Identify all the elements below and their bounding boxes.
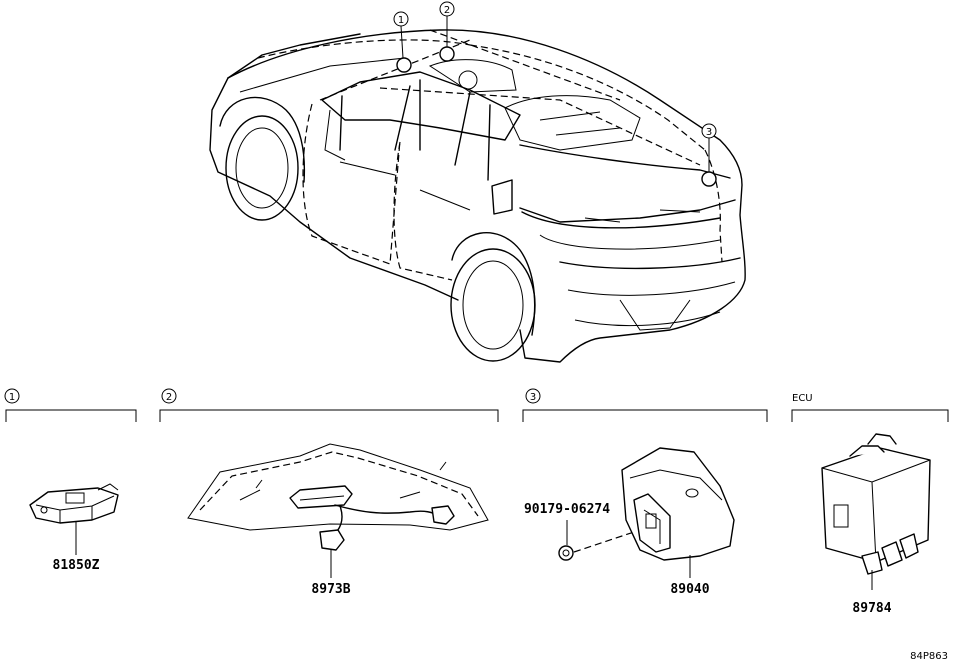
callout-number: 2 (444, 5, 450, 16)
part-number-8973b: 8973B (311, 582, 350, 597)
section-ecu: ECU 89784 (791, 393, 949, 616)
part-number-89784: 89784 (852, 601, 891, 616)
sensor-81850z-drawing (29, 483, 119, 524)
callout-number: 3 (706, 127, 712, 138)
section-marker: 2 (166, 392, 172, 403)
part-number-89040: 89040 (670, 582, 709, 597)
vehicle-callout-2: 2 (439, 1, 455, 62)
section-1: 1 81850Z (4, 388, 137, 573)
section-3: 3 90179-06274 89040 (522, 388, 768, 597)
section-marker: 1 (9, 392, 15, 403)
reference-code: 84P863 (910, 651, 948, 662)
part-number-90179-06274: 90179-06274 (524, 502, 610, 517)
part-number-81850z: 81850Z (53, 558, 100, 573)
section-marker: ECU (792, 393, 813, 404)
callout-number: 1 (398, 15, 404, 26)
section-marker: 3 (530, 392, 536, 403)
vehicle-callout-1: 1 (393, 11, 412, 73)
clip-90179-06274-drawing (558, 545, 574, 561)
vehicle-illustration (209, 29, 746, 363)
ecu-89784-drawing (821, 433, 931, 575)
bracket-89040-drawing (621, 447, 735, 561)
section-2: 2 8973B (159, 388, 499, 597)
vehicle-callout-3: 3 (701, 123, 717, 187)
overhead-console-8973b-drawing (187, 443, 489, 551)
